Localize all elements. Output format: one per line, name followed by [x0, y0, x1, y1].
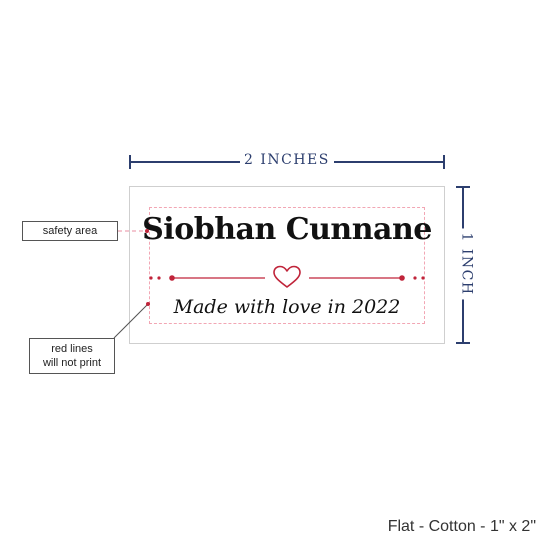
divider-dot — [421, 276, 425, 280]
red-lines-callout-line2: will not print — [42, 357, 102, 369]
divider-dot — [399, 275, 405, 281]
safety-area-callout: safety area — [22, 221, 118, 241]
height-dimension-tick-bottom — [456, 342, 470, 344]
red-lines-callout-line1: red lines — [51, 343, 93, 355]
label-tagline: Made with love in 2022 — [173, 296, 401, 318]
divider-dot — [157, 276, 161, 280]
product-description: Flat - Cotton - 1" x 2" — [387, 518, 536, 535]
red-lines-callout: red lines will not print — [29, 338, 115, 374]
divider-dot — [413, 276, 417, 280]
divider — [149, 265, 425, 288]
label-name: Siobhan Cunnane — [142, 212, 432, 247]
safety-area-outline — [149, 207, 425, 324]
label-preview — [129, 186, 445, 344]
divider-dot — [149, 276, 153, 280]
height-dimension-label: 1 INCH — [458, 228, 475, 300]
red-lines-leader — [113, 302, 150, 339]
safety-area-leader — [118, 229, 149, 233]
heart-icon — [273, 265, 301, 288]
divider-dot — [169, 275, 175, 281]
safety-area-callout-text: safety area — [42, 225, 98, 237]
width-dimension-label: 2 INCHES — [240, 152, 334, 168]
width-dimension-tick-right — [443, 155, 445, 169]
